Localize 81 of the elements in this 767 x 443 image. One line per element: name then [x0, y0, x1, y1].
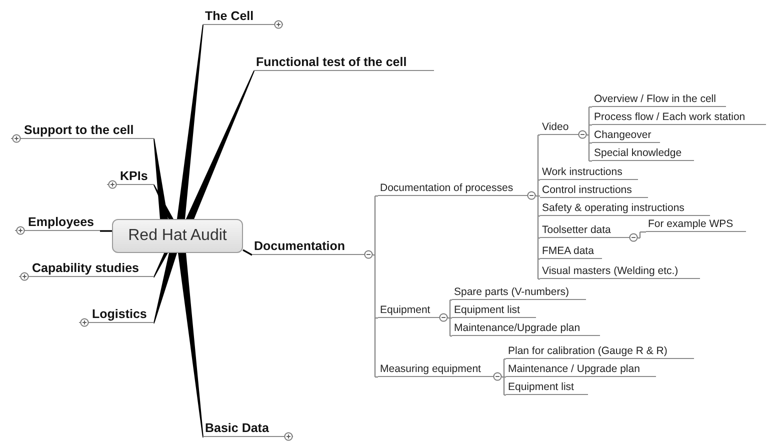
topic-label: Plan for calibration (Gauge R & R) — [507, 346, 668, 356]
connector-line — [589, 160, 592, 162]
connector-trunk — [535, 134, 539, 280]
subtopic — [646, 217, 746, 232]
topic-label: Special knowledge — [593, 148, 682, 158]
connector-trunk — [586, 106, 590, 162]
subtopic — [592, 110, 766, 125]
subtopic — [540, 165, 638, 180]
topic-label: Control instructions — [541, 184, 632, 195]
topic-label: Toolsetter data — [541, 224, 611, 235]
subtopic — [592, 128, 660, 143]
subtopic — [452, 321, 600, 336]
connector-line — [538, 179, 540, 181]
connector-line — [589, 106, 592, 108]
topic-label: Equipment list — [507, 382, 574, 392]
topic-label: Maintenance/Upgrade plan — [453, 322, 580, 333]
connector-line — [589, 142, 592, 144]
branch-line — [154, 252, 177, 324]
connector-line — [538, 195, 540, 197]
topic-label: Spare parts (V-numbers) — [453, 286, 569, 297]
topic-label: KPIs — [119, 170, 148, 182]
topic-label: Process flow / Each work station — [593, 112, 746, 122]
branch-line — [100, 230, 112, 232]
topic-label: Documentation of processes — [379, 182, 514, 193]
subtopic — [540, 201, 710, 216]
branch-line — [178, 252, 204, 438]
topic-label: Equipment — [379, 304, 430, 315]
connector-line — [375, 195, 378, 197]
connector-line — [538, 237, 540, 239]
branch-line — [242, 249, 252, 256]
connector-line — [450, 299, 452, 301]
topic-label: The Cell — [204, 10, 254, 22]
topic-label: Work instructions — [541, 166, 622, 177]
topic-label: Safety & operating instructions — [541, 202, 684, 213]
subtopic — [540, 264, 700, 279]
connector-line — [450, 335, 452, 337]
subtopic — [540, 244, 602, 259]
topic-label: FMEA data — [541, 246, 594, 256]
connector-line — [375, 376, 378, 378]
topic-label: Documentation — [253, 240, 345, 252]
topic-label: Maintenance / Upgrade plan — [507, 364, 640, 374]
connector-line — [589, 124, 592, 126]
topic-label: Capability studies — [31, 262, 139, 274]
subtopic — [506, 380, 588, 395]
connector-trunk — [447, 299, 451, 337]
central-topic-box: Red Hat Audit — [112, 219, 243, 253]
topic-label: Overview / Flow in the cell — [593, 94, 716, 104]
subtopic — [506, 362, 656, 377]
connector-line — [538, 278, 540, 280]
subtopic — [452, 285, 586, 300]
connector-line — [375, 317, 378, 319]
connector-line — [504, 394, 506, 396]
topic-label: Logistics — [91, 308, 147, 320]
branch-line — [177, 24, 204, 220]
topic-label: Equipment list — [453, 304, 520, 315]
subtopic — [592, 146, 694, 161]
subtopic — [506, 344, 694, 359]
connector-line — [538, 134, 540, 136]
topic-label: Functional test of the cell — [255, 56, 407, 68]
connector-line — [640, 231, 646, 233]
branch-line — [186, 70, 254, 220]
topic-label: Basic Data — [204, 422, 269, 434]
branch-line — [154, 184, 174, 220]
topic-label: Measuring equipment — [379, 364, 481, 374]
topic-label: Changeover — [593, 130, 652, 140]
connector-trunk — [372, 195, 376, 378]
subtopic — [592, 92, 726, 107]
topic-label: Employees — [27, 216, 94, 228]
connector-line — [538, 258, 540, 260]
connector-line — [504, 376, 506, 378]
topic-label: Video — [541, 122, 569, 132]
topic-label: Visual masters (Welding etc.) — [541, 266, 678, 276]
connector-line — [450, 317, 452, 319]
subtopic — [452, 303, 536, 318]
topic-label: For example WPS — [647, 218, 734, 229]
topic-label: Support to the cell — [23, 124, 134, 136]
branch-line — [154, 252, 168, 278]
connector-line — [538, 215, 540, 217]
connector-line — [504, 358, 506, 360]
subtopic — [540, 183, 648, 198]
connector-trunk — [501, 358, 505, 396]
